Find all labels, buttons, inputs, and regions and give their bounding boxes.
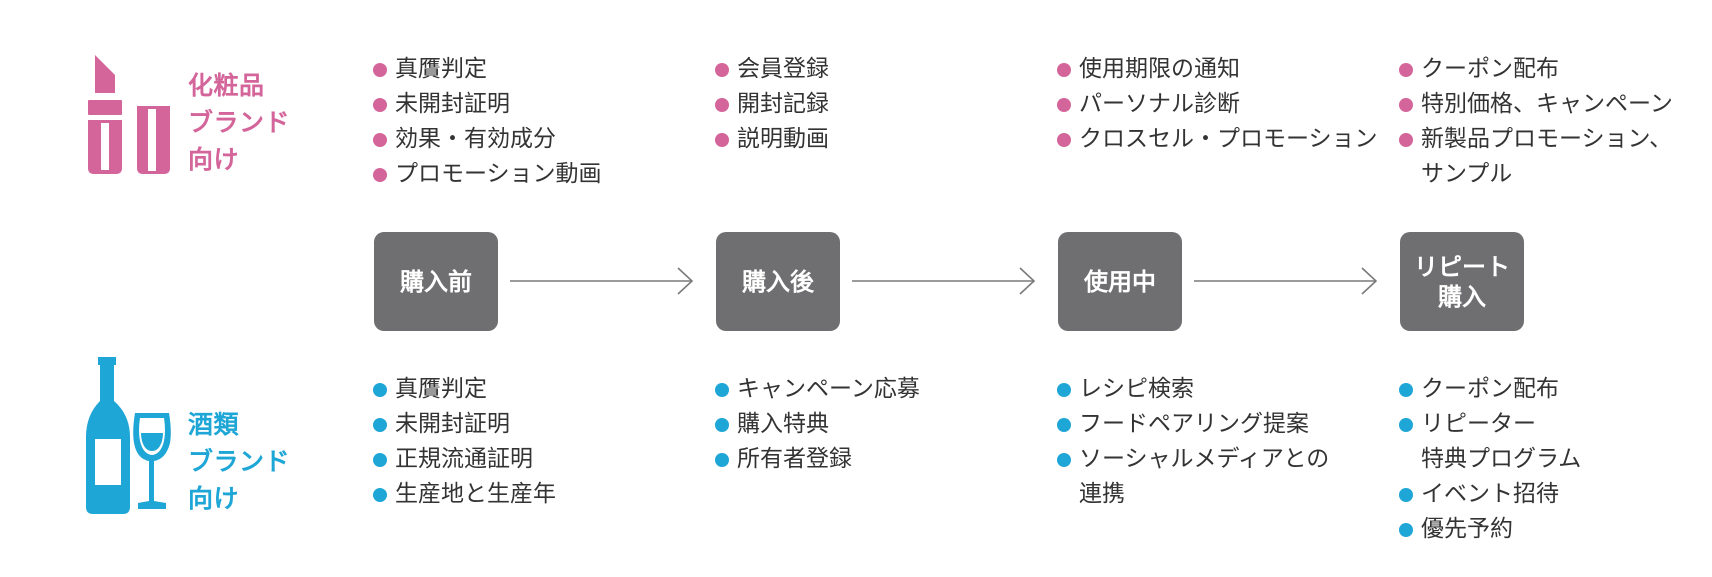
category-label-line: 化粧品 xyxy=(188,71,265,100)
bullet-icon xyxy=(1399,523,1413,537)
list-item: 未開封証明 xyxy=(372,407,556,442)
stage-post-purchase: 購入後 xyxy=(716,232,840,331)
list-item: 正規流通証明 xyxy=(372,442,556,477)
bullet-icon xyxy=(373,63,387,77)
list-item: 真贋判定 xyxy=(372,52,602,87)
category-label-line: 向け xyxy=(188,145,240,174)
list-item: 使用期限の通知 xyxy=(1056,52,1378,87)
category-label-line: ブランド xyxy=(188,447,291,476)
list-item: パーソナル診断 xyxy=(1056,87,1378,122)
bullet-icon xyxy=(1399,133,1413,147)
list-item: 真贋判定 xyxy=(372,372,556,407)
list-item: ソーシャルメディアとの 連携 xyxy=(1056,442,1329,512)
bullet-icon xyxy=(1399,63,1413,77)
liquor-category-label: 酒類 ブランド 向け xyxy=(188,406,290,517)
list-item: 未開封証明 xyxy=(372,87,602,122)
flow-arrow-icon xyxy=(852,267,1036,295)
stage-label: 購入前 xyxy=(400,267,472,296)
list-item: 開封記録 xyxy=(714,87,829,122)
list-item: 会員登録 xyxy=(714,52,829,87)
bullet-icon xyxy=(715,453,729,467)
stage-label: 購入後 xyxy=(742,267,814,296)
wine-bottle-glass-icon xyxy=(86,357,171,514)
bullet-icon xyxy=(373,488,387,502)
bullet-icon xyxy=(715,98,729,112)
liquor-list-post-purchase: キャンペーン応募 購入特典 所有者登録 xyxy=(714,372,920,477)
bullet-icon xyxy=(1399,418,1413,432)
bullet-icon xyxy=(1057,418,1071,432)
bullet-icon xyxy=(1057,63,1071,77)
list-item: クーポン配布 xyxy=(1398,372,1581,407)
bullet-icon xyxy=(1399,98,1413,112)
cosmetics-list-repeat-purchase: クーポン配布 特別価格、キャンペーン 新製品プロモーション、 サンプル xyxy=(1398,52,1673,192)
list-item: 説明動画 xyxy=(714,122,829,157)
stage-pre-purchase: 購入前 xyxy=(374,232,498,331)
bullet-icon xyxy=(373,98,387,112)
cosmetics-list-pre-purchase: 真贋判定 未開封証明 効果・有効成分 プロモーション動画 xyxy=(372,52,602,192)
bullet-icon xyxy=(715,63,729,77)
liquor-list-in-use: レシピ検索 フードペアリング提案 ソーシャルメディアとの 連携 xyxy=(1056,372,1329,512)
bullet-icon xyxy=(373,418,387,432)
lipstick-icon xyxy=(88,55,170,174)
cosmetics-list-post-purchase: 会員登録 開封記録 説明動画 xyxy=(714,52,829,157)
stage-in-use: 使用中 xyxy=(1058,232,1182,331)
bullet-icon xyxy=(1057,453,1071,467)
category-label-line: 酒類 xyxy=(188,410,240,439)
list-item: 所有者登録 xyxy=(714,442,920,477)
stage-label: 使用中 xyxy=(1084,267,1156,296)
bullet-icon xyxy=(715,383,729,397)
category-label-line: 向け xyxy=(188,484,240,513)
list-item: クロスセル・プロモーション xyxy=(1056,122,1378,157)
list-item: フードペアリング提案 xyxy=(1056,407,1329,442)
list-item: 購入特典 xyxy=(714,407,920,442)
list-item: クーポン配布 xyxy=(1398,52,1673,87)
bullet-icon xyxy=(1399,488,1413,502)
stage-repeat-purchase: リピート 購入 xyxy=(1400,232,1524,331)
cosmetics-category-label: 化粧品 ブランド 向け xyxy=(188,67,290,178)
list-item: リピーター 特典プログラム xyxy=(1398,407,1581,477)
liquor-list-repeat-purchase: クーポン配布 リピーター 特典プログラム イベント招待 優先予約 xyxy=(1398,372,1581,547)
bullet-icon xyxy=(1057,133,1071,147)
list-item: 効果・有効成分 xyxy=(372,122,602,157)
bullet-icon xyxy=(373,168,387,182)
list-item: 特別価格、キャンペーン xyxy=(1398,87,1673,122)
bullet-icon xyxy=(715,133,729,147)
category-label-line: ブランド xyxy=(188,108,291,137)
bullet-icon xyxy=(1399,383,1413,397)
bullet-icon xyxy=(373,453,387,467)
cosmetics-list-in-use: 使用期限の通知 パーソナル診断 クロスセル・プロモーション xyxy=(1056,52,1378,157)
liquor-list-pre-purchase: 真贋判定 未開封証明 正規流通証明 生産地と生産年 xyxy=(372,372,556,512)
flow-arrow-icon xyxy=(510,267,694,295)
bullet-icon xyxy=(373,133,387,147)
bullet-icon xyxy=(1057,98,1071,112)
bullet-icon xyxy=(1057,383,1071,397)
list-item: キャンペーン応募 xyxy=(714,372,920,407)
bullet-icon xyxy=(715,418,729,432)
list-item: イベント招待 xyxy=(1398,477,1581,512)
list-item: レシピ検索 xyxy=(1056,372,1329,407)
bullet-icon xyxy=(373,383,387,397)
list-item: 優先予約 xyxy=(1398,512,1581,547)
flow-arrow-icon xyxy=(1194,267,1378,295)
list-item: 生産地と生産年 xyxy=(372,477,556,512)
stage-label: リピート 購入 xyxy=(1414,252,1510,311)
list-item: 新製品プロモーション、 サンプル xyxy=(1398,122,1673,192)
list-item: プロモーション動画 xyxy=(372,157,602,192)
